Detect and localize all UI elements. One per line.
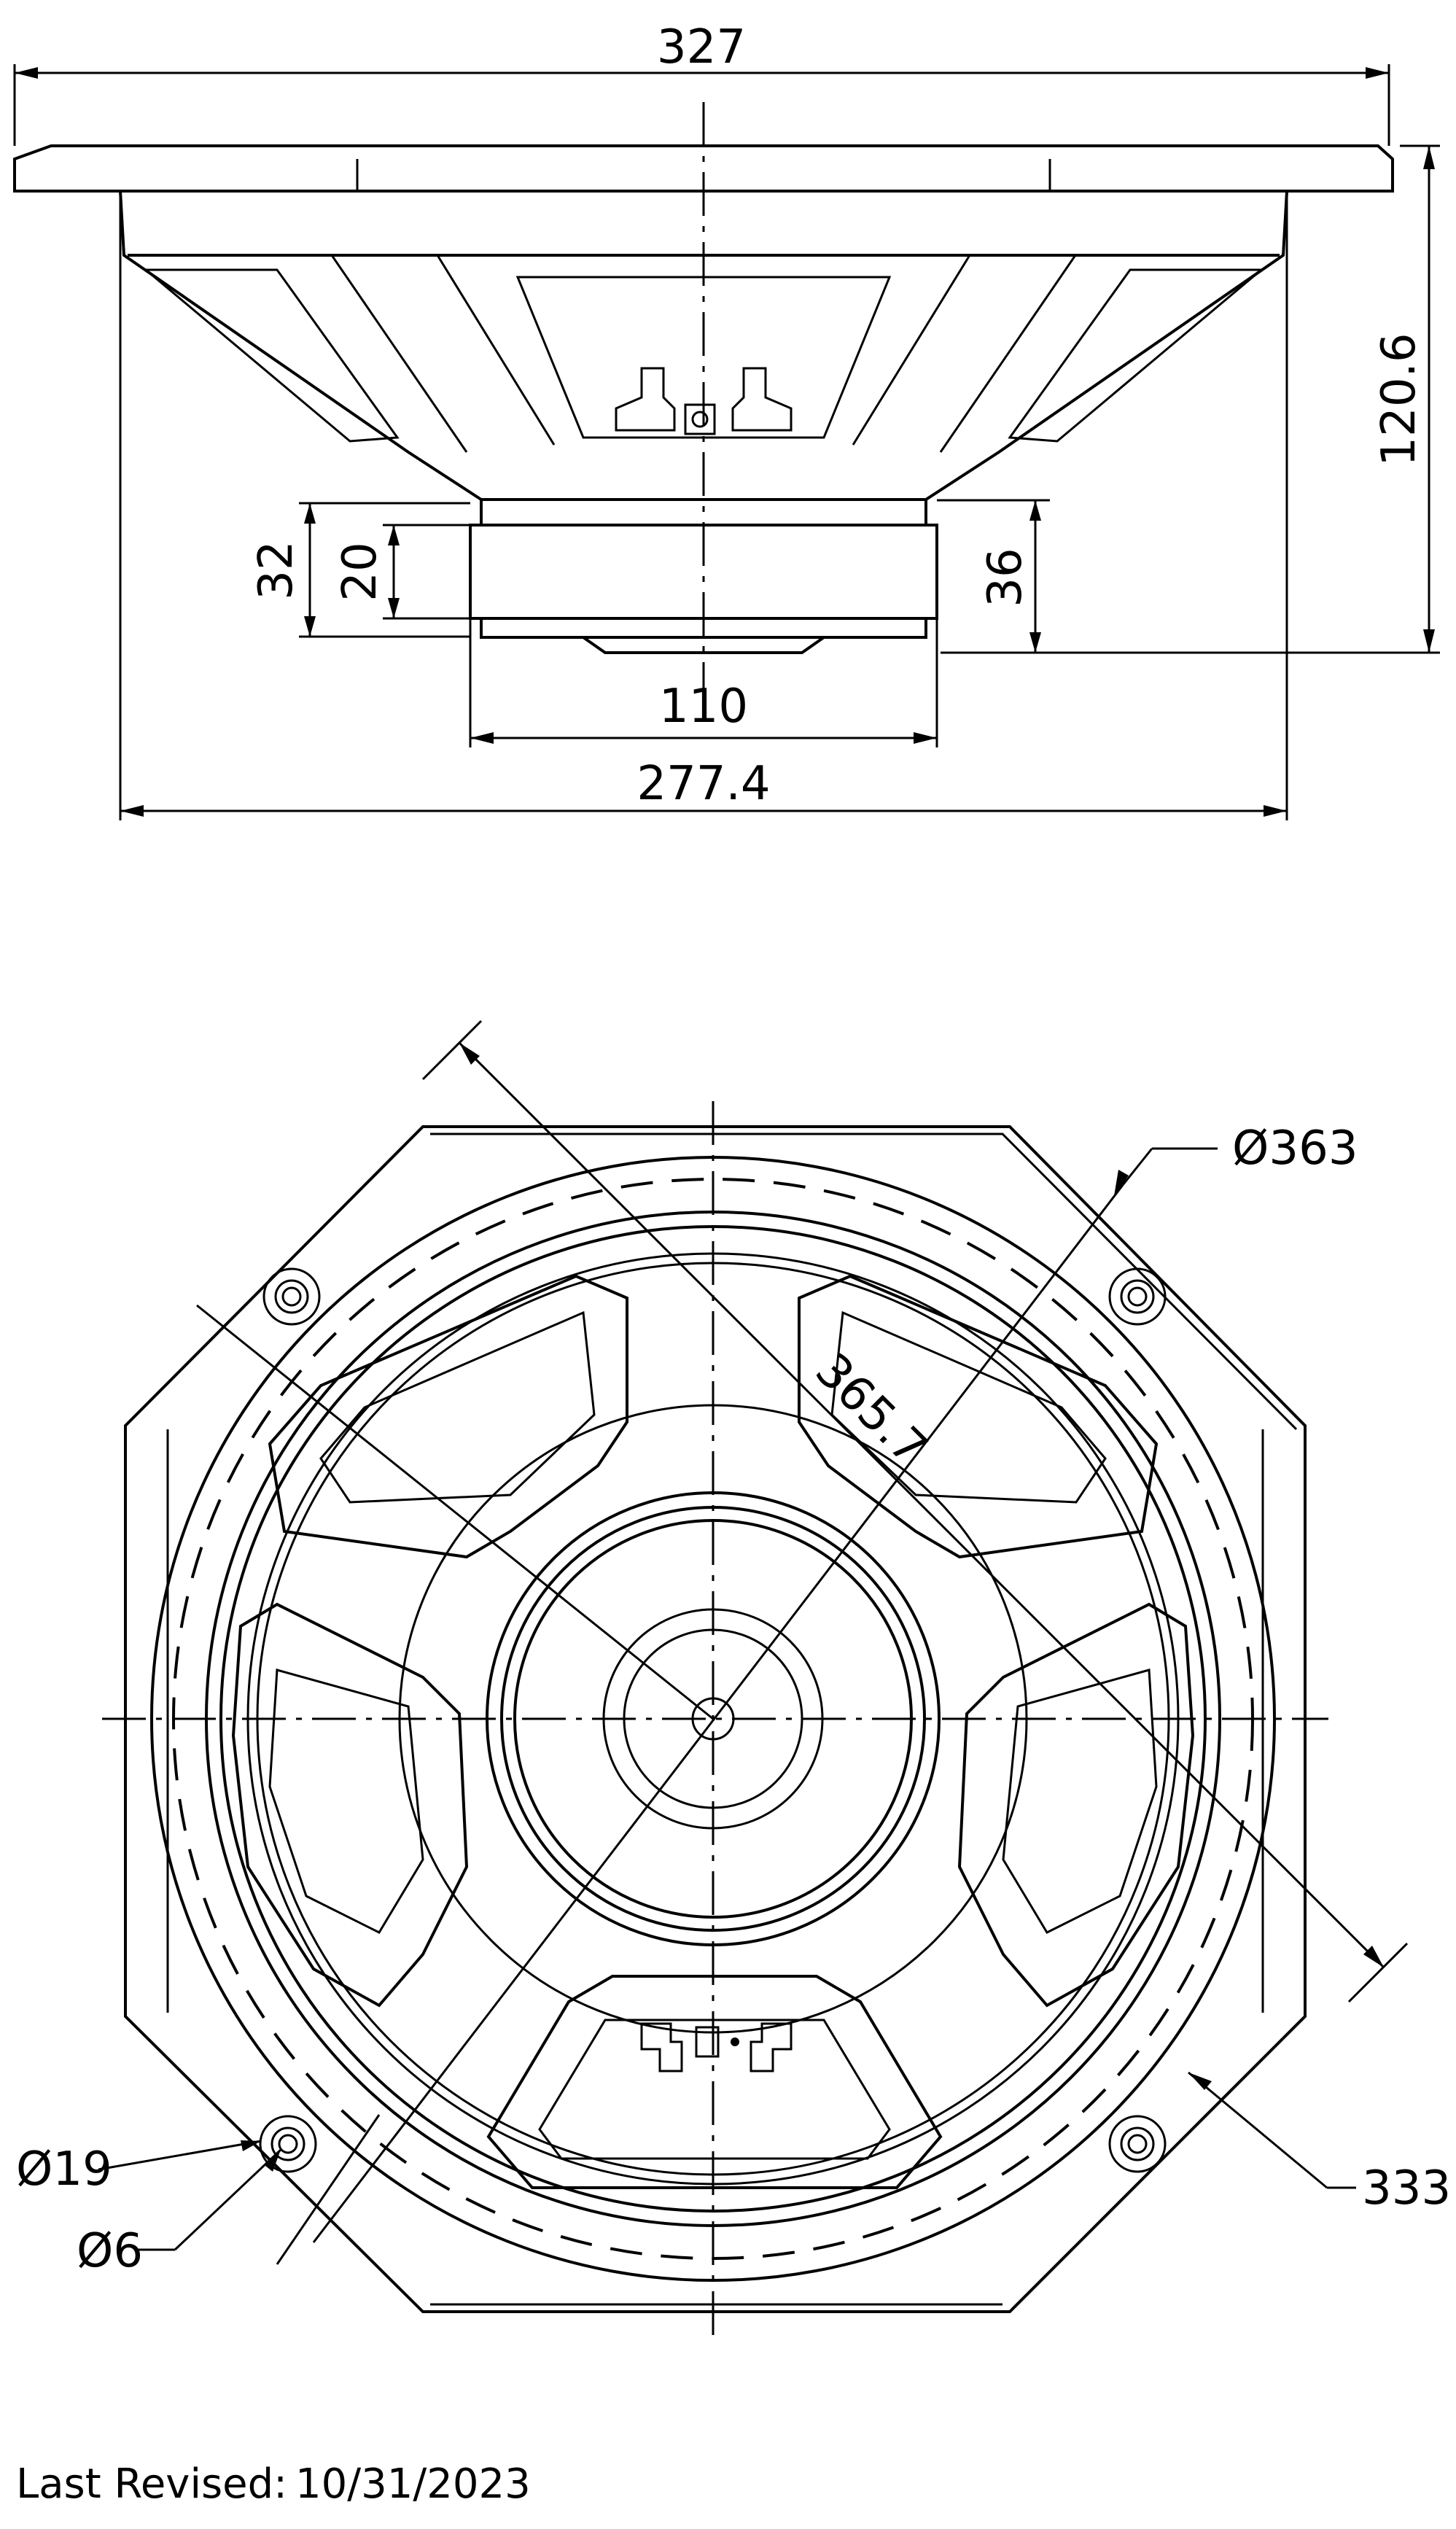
- dimension-diagonal: [196, 1019, 1409, 2003]
- dimension-outer-dia: [312, 1147, 1218, 2243]
- dim-magnet-20-label: 20: [333, 542, 387, 601]
- dim-magnet-dia-label: 110: [659, 680, 748, 734]
- front-view: 365.7 Ø363 333 Ø19 Ø6: [16, 1019, 1451, 2337]
- dimension-magnet-32-20: [299, 502, 470, 638]
- dim-hole-inner-label: Ø6: [77, 2224, 143, 2278]
- side-view: 327: [13, 20, 1440, 820]
- terminal-front-view: [640, 2022, 793, 2072]
- dim-overall-width-label: 327: [657, 20, 746, 74]
- dim-basket-width-label: 277.4: [636, 757, 770, 811]
- mounting-hole-bottom-right: [1108, 2115, 1167, 2173]
- mounting-hole-top-left: [262, 1267, 321, 1326]
- last-revised-label: Last Revised:: [16, 2460, 287, 2508]
- last-revised-date: 10/31/2023: [295, 2460, 531, 2508]
- dimension-magnet-36: [937, 499, 1050, 653]
- dimension-basket-width: [119, 191, 1288, 820]
- mounting-hole-top-right: [1108, 1267, 1167, 1326]
- octagon-frame: [124, 1125, 1307, 2313]
- basket-windows: [231, 1274, 1195, 2189]
- dimension-hole-leaders: [98, 2140, 282, 2251]
- terminal-side-view: [615, 367, 793, 435]
- dimension-overall-width: [13, 64, 1390, 146]
- mounting-hole-bottom-left: [259, 2115, 317, 2173]
- dimension-magnet-dia: [469, 618, 938, 747]
- dim-hole-outer-label: Ø19: [16, 2143, 112, 2196]
- dim-magnet-32-label: 32: [249, 540, 303, 599]
- speaker-basket: [119, 190, 1288, 501]
- dim-bolt-circle-label: 333: [1362, 2161, 1451, 2215]
- dim-height-label: 120.6: [1372, 333, 1426, 466]
- dimension-height: [941, 144, 1440, 654]
- magnet-assembly: [480, 500, 927, 527]
- dim-outer-dia-label: Ø363: [1232, 1122, 1358, 1176]
- dimension-bolt-circle: [276, 2071, 1356, 2265]
- dim-magnet-36-label: 36: [978, 548, 1032, 607]
- speaker-flange: [13, 144, 1394, 193]
